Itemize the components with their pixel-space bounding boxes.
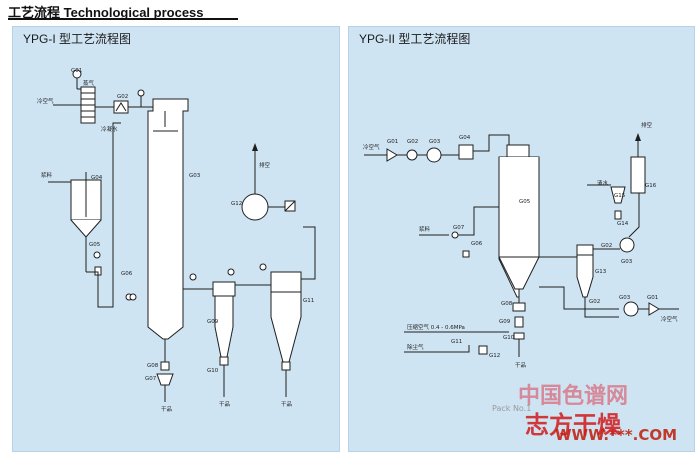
label-g03-b: G03 bbox=[621, 259, 633, 265]
vent-arrow-icon bbox=[635, 133, 641, 141]
fan-g03-b bbox=[619, 237, 635, 253]
filter-g01 bbox=[386, 148, 398, 162]
valve-g05-icon bbox=[93, 251, 101, 259]
label-g12: G12 bbox=[489, 353, 500, 359]
label-feed: 浆料 bbox=[419, 225, 431, 233]
cyclone-inlet bbox=[576, 244, 594, 256]
label-cond-water: 冷凝水 bbox=[101, 125, 118, 133]
label-g15: G15 bbox=[614, 193, 626, 199]
bag-filter-g11 bbox=[270, 291, 302, 363]
filter-valve bbox=[281, 361, 291, 371]
ypg-2-flow-diagram: 冷空气 G01 G02 G03 G04 排空 清水 G15 G16 G14 G0… bbox=[363, 121, 679, 369]
label-g11: G11 bbox=[451, 339, 462, 345]
watermark-bottom-text: 志方干燥 bbox=[525, 411, 621, 439]
label-g03-c: G03 bbox=[619, 295, 631, 301]
heater-g04 bbox=[458, 144, 474, 160]
label-g07: G07 bbox=[145, 376, 157, 382]
label-g04: G04 bbox=[459, 135, 471, 141]
valve-g08 bbox=[512, 302, 526, 312]
drying-tower-g03 bbox=[147, 98, 189, 340]
cyclone-inlet bbox=[212, 281, 236, 297]
label-g06: G06 bbox=[471, 241, 483, 247]
label-g04: G04 bbox=[91, 175, 103, 181]
label-g02-c: G02 bbox=[589, 299, 600, 305]
watermark-brand-sub: Pack No.1 bbox=[492, 404, 532, 413]
label-g14: G14 bbox=[617, 221, 629, 227]
fan-g02 bbox=[406, 149, 418, 161]
valve-g08 bbox=[160, 361, 170, 371]
label-feed: 浆料 bbox=[41, 171, 53, 179]
label-g11: G11 bbox=[303, 298, 314, 304]
label-cold-air: 冷空气 bbox=[363, 143, 380, 151]
label-dry-2: 干品 bbox=[219, 401, 231, 408]
label-dry: 干品 bbox=[515, 362, 527, 369]
label-g08: G08 bbox=[147, 363, 159, 369]
tower-head bbox=[506, 144, 530, 158]
label-g05: G05 bbox=[519, 199, 531, 205]
title-underline bbox=[8, 18, 238, 20]
label-g03: G03 bbox=[189, 173, 201, 179]
cyclone-g09 bbox=[214, 295, 234, 358]
label-g10: G10 bbox=[207, 368, 219, 374]
vent-arrow-icon bbox=[252, 143, 258, 151]
filter-g01-c bbox=[648, 302, 660, 316]
label-cool-water: 清水 bbox=[597, 179, 609, 187]
label-vent: 排空 bbox=[641, 121, 653, 129]
panel-1-title: YPG-I 型工艺流程图 bbox=[23, 32, 132, 46]
label-g06: G06 bbox=[121, 271, 133, 277]
valve-g07 bbox=[156, 373, 174, 386]
bag-filter-g11-top bbox=[270, 271, 302, 293]
cyclone-sensor-icon bbox=[189, 273, 197, 281]
watermark-domain: WWW.***.COM bbox=[555, 426, 678, 444]
label-g12: G12 bbox=[231, 201, 242, 207]
fan-g03-c bbox=[623, 301, 639, 317]
valve-g10 bbox=[219, 356, 229, 366]
panel-ypg-1: YPG-I 型工艺流程图 bbox=[12, 26, 340, 452]
label-g02-b: G02 bbox=[601, 243, 612, 249]
valve-g10 bbox=[513, 332, 525, 340]
panel-2-title: YPG-II 型工艺流程图 bbox=[359, 32, 471, 46]
label-g02: G02 bbox=[117, 94, 128, 100]
label-g09: G09 bbox=[207, 319, 219, 325]
scrubber-g15 bbox=[610, 186, 626, 204]
label-cold-air: 冷空气 bbox=[37, 97, 54, 105]
label-steam: 蒸气 bbox=[83, 79, 95, 87]
label-g07: G07 bbox=[453, 225, 465, 231]
label-compressed-air: 压缩空气 0.4 - 0.6MPa bbox=[407, 323, 465, 331]
label-g10: G10 bbox=[503, 335, 515, 341]
pump-g06 bbox=[462, 250, 470, 258]
label-g16: G16 bbox=[645, 183, 657, 189]
drying-tower-g05 bbox=[498, 157, 540, 290]
label-vent: 排空 bbox=[259, 161, 271, 169]
page-title: 工艺流程 Technological process bbox=[8, 5, 204, 20]
label-g08: G08 bbox=[501, 301, 513, 307]
valve-g14 bbox=[614, 210, 622, 220]
label-g13: G13 bbox=[595, 269, 607, 275]
feed-valve-g07 bbox=[451, 231, 459, 239]
label-cold-air-2: 冷空气 bbox=[661, 315, 678, 323]
filter-g12 bbox=[478, 345, 488, 355]
watermark-brand-cn: 中国色谱网 bbox=[518, 384, 629, 409]
label-g01: G01 bbox=[71, 68, 82, 74]
cyclone-g13 bbox=[576, 254, 594, 298]
label-g01: G01 bbox=[387, 139, 398, 145]
valve-g09 bbox=[514, 316, 524, 328]
label-g09: G09 bbox=[499, 319, 511, 325]
ypg-1-flow-diagram: G01 蒸气 冷空气 G02 冷凝水 浆料 G04 G05 G06 G03 排空… bbox=[37, 68, 316, 413]
temp-sensor-icon bbox=[137, 89, 145, 97]
heater-g03 bbox=[426, 147, 442, 163]
label-dust-air: 除尘气 bbox=[407, 343, 424, 351]
label-dry-3: 干品 bbox=[281, 401, 293, 408]
label-g01-c: G01 bbox=[647, 295, 658, 301]
label-g02: G02 bbox=[407, 139, 418, 145]
label-g05: G05 bbox=[89, 242, 101, 248]
label-dry-1: 干品 bbox=[161, 406, 173, 413]
panel-ypg-2: YPG-II 型工艺流程图 bbox=[348, 26, 695, 452]
exhaust-fan-g12 bbox=[241, 193, 269, 221]
label-g03: G03 bbox=[429, 139, 441, 145]
scrubber-g16 bbox=[630, 156, 646, 194]
